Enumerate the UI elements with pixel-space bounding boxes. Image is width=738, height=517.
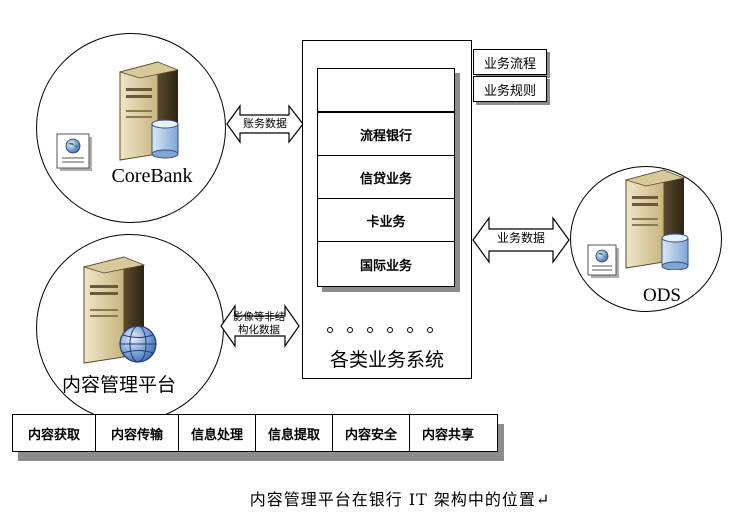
function-content-transfer: 内容传输 xyxy=(96,415,179,451)
ods-document-icon xyxy=(587,244,619,278)
function-content-acquisition: 内容获取 xyxy=(13,415,96,451)
content-platform-label: 内容管理平台 xyxy=(61,374,176,396)
business-module-card: 卡业务 xyxy=(317,198,455,242)
corebank-arrow-label: 账务数据 xyxy=(242,117,288,130)
dot xyxy=(407,327,413,333)
corebank-server-icon xyxy=(118,61,180,161)
corebank-document-icon xyxy=(56,133,92,171)
dot xyxy=(347,327,353,333)
function-content-sharing: 内容共享 xyxy=(421,427,474,443)
business-module-top xyxy=(317,68,455,112)
function-info-extraction: 信息提取 xyxy=(256,415,333,451)
function-content-security: 内容安全 xyxy=(333,415,410,451)
ellipsis-dots xyxy=(327,327,433,333)
business-system-title: 各类业务系统 xyxy=(329,349,444,371)
dot xyxy=(367,327,373,333)
figure-caption: 内容管理平台在银行 IT 架构中的位置↵ xyxy=(249,490,551,509)
globe-icon xyxy=(119,325,157,363)
corebank-label: CoreBank xyxy=(111,165,193,187)
function-bar: 内容获取 内容传输 信息处理 信息提取 内容安全 内容共享 xyxy=(12,414,498,452)
business-module-international: 国际业务 xyxy=(317,241,455,287)
content-arrow-label: 影像等非结构化数据 xyxy=(232,311,286,336)
ods-server-icon xyxy=(624,169,689,270)
content-platform-server-icon xyxy=(82,256,146,364)
dot xyxy=(427,327,433,333)
tag-business-rules: 业务规则 xyxy=(473,76,547,102)
content-double-arrow xyxy=(220,304,300,348)
function-info-processing: 信息处理 xyxy=(179,415,256,451)
tag-business-process: 业务流程 xyxy=(473,49,547,75)
dot xyxy=(327,327,333,333)
business-module-process-banking: 流程银行 xyxy=(317,112,455,156)
ods-label: ODS xyxy=(642,285,681,306)
dot xyxy=(387,327,393,333)
business-module-credit: 信贷业务 xyxy=(317,155,455,199)
ods-arrow-label: 业务数据 xyxy=(492,232,550,245)
